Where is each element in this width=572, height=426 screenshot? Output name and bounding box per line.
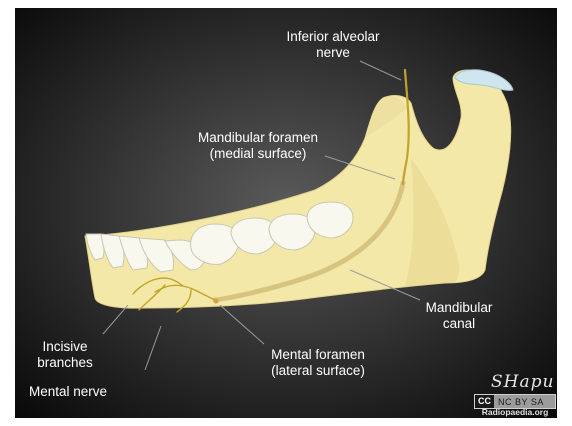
source-site: Radiopaedia.org — [474, 407, 556, 417]
label-inferior-alveolar-nerve: Inferior alveolar nerve — [263, 29, 403, 61]
label-mental-nerve: Mental nerve — [29, 384, 139, 400]
cc-terms: NC BY SA — [494, 397, 544, 407]
label-mental-foramen: Mental foramen (lateral surface) — [243, 347, 393, 379]
diagram-panel: Inferior alveolar nerve Mandibular foram… — [15, 8, 557, 418]
label-mandibular-canal: Mandibular canal — [409, 300, 509, 332]
label-mandibular-foramen: Mandibular foramen (medial surface) — [183, 130, 333, 162]
author-signature: SHapu — [491, 372, 554, 392]
mental-foramen-dot — [214, 299, 219, 304]
label-incisive-branches: Incisive branches — [25, 339, 105, 371]
